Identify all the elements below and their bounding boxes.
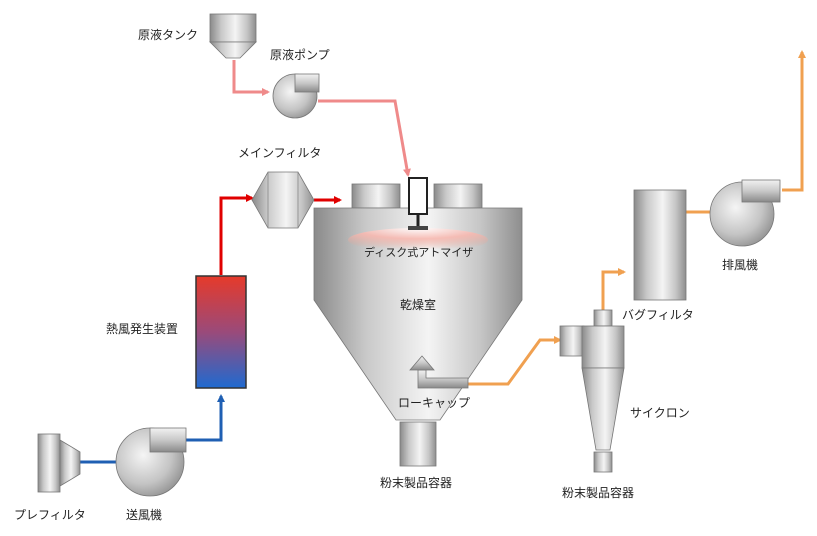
hot-air-generator-label: 熱風発生装置 [106, 322, 179, 336]
exhaust-line-cyclone-to-bagfilter [601, 268, 626, 310]
exhaust-line-fan-outlet [782, 50, 806, 192]
bag-filter-shape [633, 189, 687, 301]
main-filter-label: メインフィルタ [238, 146, 322, 160]
exhaust-fan-label: 排風機 [722, 258, 759, 272]
pre-filter-shape [37, 433, 81, 493]
low-cap-label: ローキャップ [398, 396, 471, 410]
hot-air-generator-shape [195, 275, 247, 389]
stock-pump-label: 原液ポンプ [270, 48, 330, 62]
liquid-line-tank-to-pump [232, 60, 270, 96]
powder-container-main-label: 粉末製品容器 [380, 476, 453, 490]
low-cap-shape [409, 355, 469, 389]
hot-air-line-heater-to-filter [219, 194, 254, 275]
air-line-fan-to-heater [186, 394, 225, 442]
stock-tank-shape [209, 13, 257, 59]
drying-chamber-label: 乾燥室 [400, 298, 437, 312]
cyclone-label: サイクロン [630, 406, 690, 420]
liquid-line-pump-to-atomizer [318, 99, 411, 177]
stock-pump-shape [272, 73, 320, 119]
exhaust-line-chamber-to-cyclone [468, 336, 562, 386]
pre-filter-label: プレフィルタ [14, 508, 86, 522]
disc-atomizer-shape [408, 177, 428, 230]
stock-tank-label: 原液タンク [138, 28, 199, 42]
exhaust-fan-shape [709, 179, 781, 247]
powder-container-cyclone-shape [593, 451, 613, 473]
drying-chamber-shape [313, 183, 523, 421]
disc-atomizer-label: ディスク式アトマイザ [364, 246, 474, 259]
supply-fan-shape [115, 427, 187, 497]
cyclone-shape [559, 309, 625, 473]
bag-filter-label: バグフィルタ [622, 308, 694, 322]
powder-container-main-shape [399, 421, 437, 467]
powder-container-cyclone-label: 粉末製品容器 [562, 486, 635, 500]
supply-fan-label: 送風機 [126, 508, 163, 522]
main-filter-shape [251, 171, 315, 229]
